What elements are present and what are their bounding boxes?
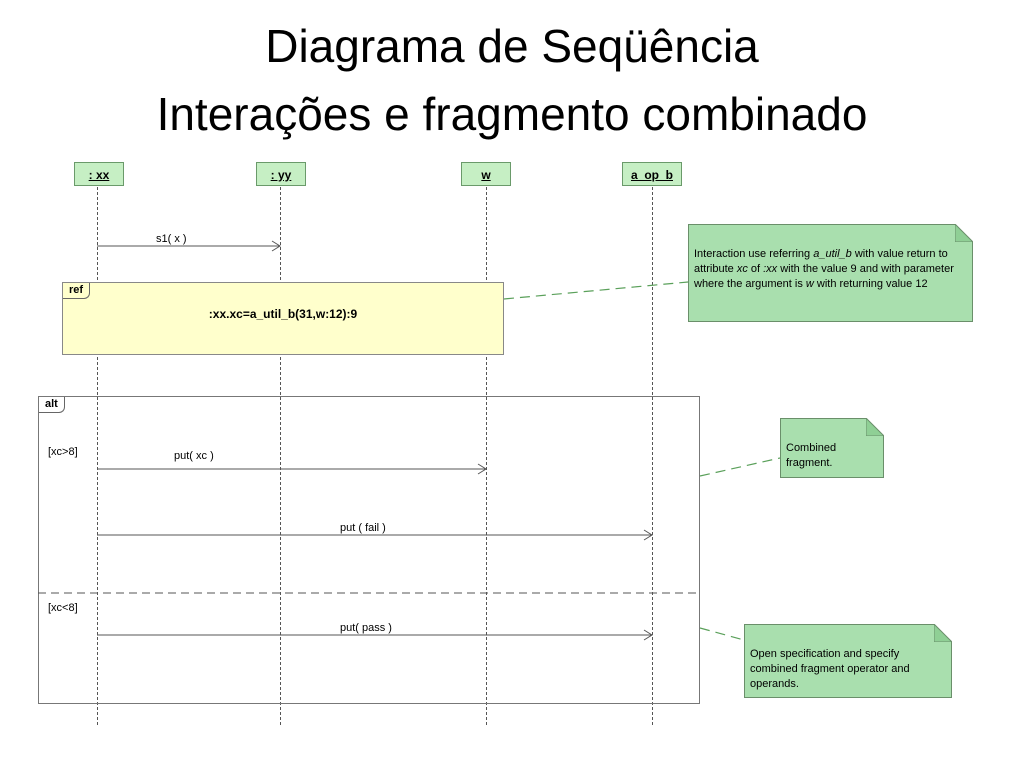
message-put-xc-label: put( xc ) — [174, 450, 214, 462]
ref-fragment-text: :xx.xc=a_util_b(31,w:12):9 — [208, 307, 358, 321]
note-text-italic: :xx — [763, 263, 778, 275]
message-put-fail-label: put ( fail ) — [340, 522, 386, 534]
lifeline-w — [486, 187, 487, 725]
message-s1-label: s1( x ) — [156, 233, 187, 245]
note-text: with the value 9 and with parameter wher… — [694, 263, 954, 290]
lifeline-yy-head[interactable]: : yy — [256, 162, 306, 186]
lifeline-w-head[interactable]: w — [461, 162, 511, 186]
note-fold-icon — [866, 418, 884, 436]
alt-guard-xc-gt-8: [xc>8] — [48, 446, 78, 458]
note-text: with value return to attribute — [694, 248, 948, 275]
lifeline-a-op-b-head[interactable]: a_op_b — [622, 162, 682, 186]
note-connector-combined — [699, 457, 781, 477]
lifeline-yy — [280, 187, 281, 725]
alt-fragment-tag: alt — [39, 397, 65, 413]
note-connector-open-spec — [699, 627, 745, 641]
alt-guard-xc-lt-8: [xc<8] — [48, 602, 78, 614]
note-text: of — [747, 263, 764, 275]
slide-title-line2: Interações e fragmento combinado — [156, 88, 868, 140]
note-connector-interaction-use — [503, 281, 689, 300]
note-open-specification[interactable]: Open specification and specify combined … — [744, 624, 952, 698]
note-fold-icon — [934, 624, 952, 642]
lifeline-a-op-b — [652, 187, 653, 725]
note-text: Interaction use referring — [694, 248, 814, 260]
note-text: with returning value 12 — [813, 278, 928, 290]
note-text-italic: xc — [736, 263, 748, 275]
alt-fragment[interactable]: alt — [38, 396, 700, 704]
ref-fragment-tag: ref — [63, 283, 91, 299]
lifeline-xx — [97, 187, 98, 725]
message-put-pass-label: put( pass ) — [340, 622, 392, 634]
lifeline-xx-head[interactable]: : xx — [74, 162, 124, 186]
note-text-italic: w — [805, 278, 814, 290]
note-fold-icon — [955, 224, 973, 242]
note-interaction-use[interactable]: Interaction use referring a_util_b with … — [688, 224, 973, 322]
slide-title-line1: Diagrama de Seqüência — [265, 20, 759, 72]
ref-fragment[interactable]: ref :xx.xc=a_util_b(31,w:12):9 — [62, 282, 504, 355]
note-text-italic: a_util_b — [813, 248, 852, 260]
